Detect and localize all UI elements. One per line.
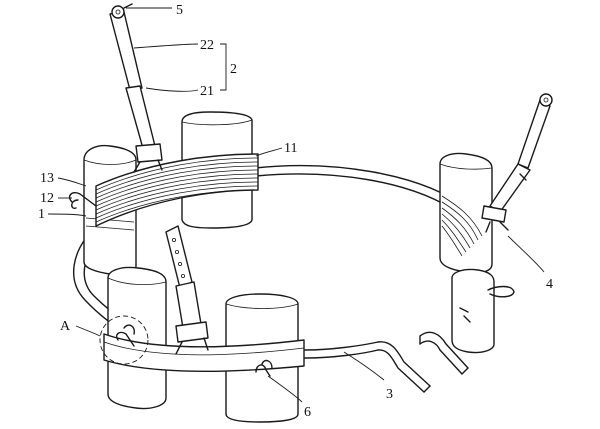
rod-left xyxy=(109,3,163,173)
label-2: 2 xyxy=(230,62,237,77)
labels: 5 22 21 2 11 13 12 1 4 A 3 6 xyxy=(38,3,553,420)
hook-a xyxy=(116,324,136,347)
left-clip xyxy=(68,192,97,209)
label-6: 6 xyxy=(304,405,311,420)
pad-right xyxy=(439,152,493,274)
label-22: 22 xyxy=(200,38,214,53)
label-21: 21 xyxy=(200,84,214,99)
rod-right xyxy=(481,93,553,233)
label-5: 5 xyxy=(176,3,183,18)
label-13: 13 xyxy=(40,171,54,186)
label-a: A xyxy=(60,319,71,334)
label-4: 4 xyxy=(546,277,553,292)
rod-front xyxy=(165,225,209,355)
winding-band xyxy=(95,153,259,227)
detail-circle-a xyxy=(99,315,149,365)
front-band xyxy=(103,333,305,373)
label-3: 3 xyxy=(386,387,393,402)
hook-6 xyxy=(255,359,273,377)
hook-right xyxy=(487,285,515,298)
pad-front-left xyxy=(107,266,167,410)
label-1: 1 xyxy=(38,207,45,222)
leader-lines xyxy=(47,7,545,403)
pad-right-front xyxy=(451,268,495,354)
label-12: 12 xyxy=(40,191,54,206)
label-11: 11 xyxy=(284,141,297,156)
tube-ends xyxy=(377,331,469,393)
